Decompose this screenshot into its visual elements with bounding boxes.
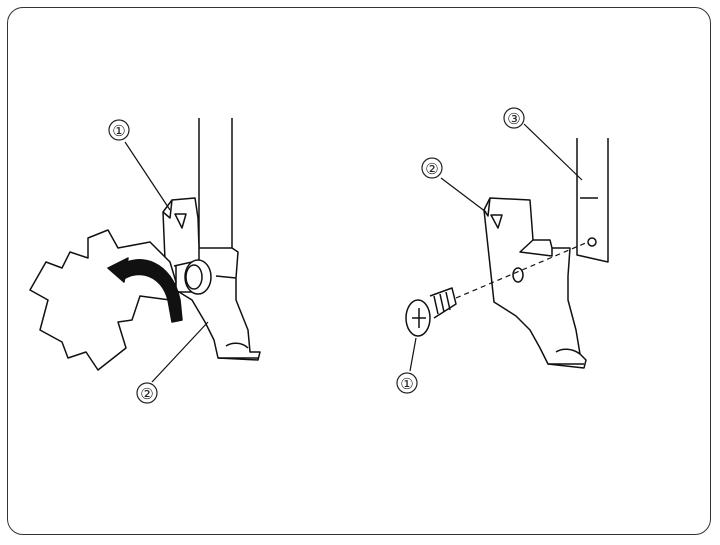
screwdriver-left: [29, 229, 177, 371]
callout-left-2: ②: [136, 382, 158, 404]
diagram-frame: [7, 7, 711, 535]
left-figure: [29, 118, 261, 383]
leader-line-right-1: [409, 337, 417, 372]
leader-line-left-1: [124, 141, 171, 211]
callout-right-1-text: ①: [400, 375, 413, 393]
callout-right-2-text: ②: [425, 160, 438, 178]
rotation-arrow-left: [107, 257, 183, 323]
callout-left-1-text: ①: [112, 122, 125, 140]
presser-bar-left: [198, 118, 233, 248]
screw-right: [405, 287, 457, 337]
presser-bar-right: [576, 138, 609, 263]
callout-right-3: ③: [503, 107, 525, 129]
callout-right-3-text: ③: [507, 110, 520, 128]
callout-right-2: ②: [421, 157, 443, 179]
leader-line-right-3: [523, 123, 583, 181]
thumb-screw-left: [173, 259, 212, 295]
foot-holder-right: [483, 197, 587, 369]
callout-left-1: ①: [108, 119, 130, 141]
leader-line-left-2: [151, 321, 209, 383]
right-figure: [405, 123, 609, 372]
screw-guide-line: [455, 241, 589, 299]
callout-right-1: ①: [396, 372, 418, 394]
leader-line-right-2: [440, 177, 487, 213]
callout-left-2-text: ②: [140, 385, 153, 403]
